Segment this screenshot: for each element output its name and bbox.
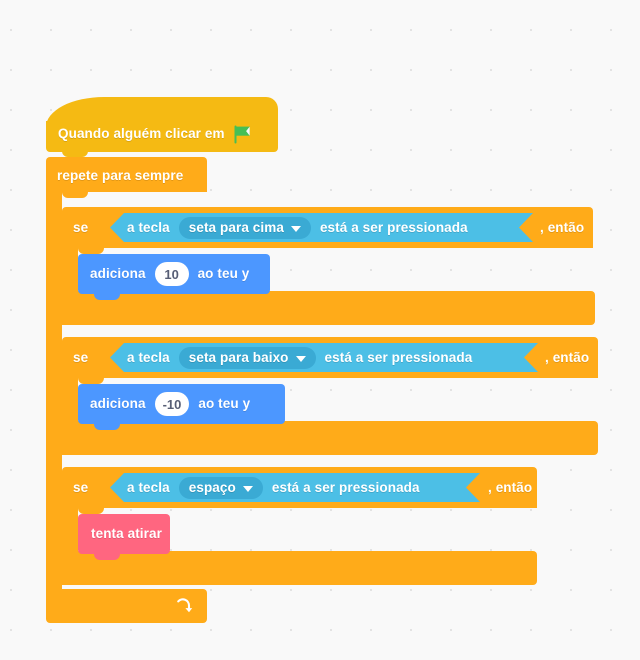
control-block-if-2[interactable]: se a tecla seta para baixo está a ser pr…	[62, 337, 598, 455]
change-y-2-suffix: ao teu y	[198, 396, 251, 412]
key-dropdown-1[interactable]: seta para cima	[179, 217, 311, 239]
key-pressed-3-suffix: está a ser pressionada	[271, 479, 420, 495]
if-1-keyword: se	[73, 220, 89, 235]
key-pressed-2-suffix: está a ser pressionada	[324, 349, 473, 365]
chevron-down-icon	[243, 486, 253, 492]
key-dropdown-3[interactable]: espaço	[179, 477, 263, 499]
forever-footer	[46, 589, 207, 623]
if-1-header-notch	[78, 248, 104, 254]
change-y-1-prefix: adiciona	[90, 266, 146, 282]
control-block-if-3[interactable]: se a tecla espaço está a ser pressionada…	[62, 467, 537, 585]
key-dropdown-2[interactable]: seta para baixo	[179, 347, 316, 369]
change-y-1-value: 10	[164, 266, 179, 282]
hat-block-label: Quando alguém clicar em	[58, 125, 225, 141]
custom-block-try-shoot[interactable]: tenta atirar	[78, 514, 170, 560]
if-2-header-notch	[78, 378, 104, 384]
key-dropdown-1-value: seta para cima	[188, 219, 284, 235]
hat-block-bottom-notch	[62, 151, 88, 157]
change-y-1-notch	[94, 294, 120, 300]
change-y-2-notch	[94, 424, 120, 430]
key-dropdown-2-value: seta para baixo	[188, 349, 289, 365]
chevron-down-icon	[296, 356, 306, 362]
key-pressed-2-prefix: a tecla	[127, 349, 170, 365]
change-y-2-prefix: adiciona	[90, 396, 146, 412]
loop-arrow-icon	[175, 597, 193, 615]
control-block-if-1[interactable]: se a tecla seta para cima está a ser pre…	[62, 207, 595, 325]
if-2-keyword: se	[73, 350, 89, 365]
if-3-then-keyword: , então	[488, 480, 533, 495]
if-3-footer	[62, 551, 537, 585]
change-y-1-suffix: ao teu y	[197, 266, 250, 282]
forever-label: repete para sempre	[57, 168, 184, 183]
motion-block-change-y-2[interactable]: adiciona -10 ao teu y	[78, 384, 285, 430]
if-1-then-keyword: , então	[540, 220, 585, 235]
hat-block-when-flag-clicked[interactable]: Quando alguém clicar em	[46, 97, 278, 157]
if-3-header-notch	[78, 508, 104, 514]
chevron-down-icon	[291, 226, 301, 232]
motion-block-change-y-1[interactable]: adiciona 10 ao teu y	[78, 254, 270, 300]
key-pressed-3-prefix: a tecla	[127, 479, 170, 495]
key-pressed-1-content: a tecla seta para cima está a ser pressi…	[121, 217, 468, 239]
hat-block-content: Quando alguém clicar em	[58, 124, 251, 144]
sensing-block-key-pressed-3[interactable]: a tecla espaço está a ser pressionada	[110, 473, 480, 502]
control-block-forever[interactable]: repete para sempre se a tecla seta para …	[46, 157, 598, 623]
key-pressed-1-prefix: a tecla	[127, 219, 170, 235]
try-shoot-label: tenta atirar	[91, 526, 162, 542]
key-pressed-2-content: a tecla seta para baixo está a ser press…	[121, 347, 472, 369]
if-2-footer	[62, 421, 598, 455]
try-shoot-notch	[94, 554, 120, 560]
key-pressed-1-suffix: está a ser pressionada	[319, 219, 468, 235]
key-dropdown-3-value: espaço	[188, 479, 236, 495]
sensing-block-key-pressed-2[interactable]: a tecla seta para baixo está a ser press…	[110, 343, 538, 372]
green-flag-icon	[234, 125, 251, 144]
hat-block-body	[46, 121, 278, 152]
forever-spine	[46, 189, 62, 593]
change-y-2-value: -10	[162, 396, 182, 412]
if-3-keyword: se	[73, 480, 89, 495]
forever-header	[46, 157, 207, 192]
change-y-2-value-input[interactable]: -10	[154, 392, 190, 416]
change-y-1-value-input[interactable]: 10	[154, 262, 189, 286]
sensing-block-key-pressed-1[interactable]: a tecla seta para cima está a ser pressi…	[110, 213, 533, 242]
key-pressed-3-content: a tecla espaço está a ser pressionada	[121, 477, 420, 499]
if-2-then-keyword: , então	[545, 350, 590, 365]
if-1-footer	[62, 291, 595, 325]
forever-header-notch	[62, 192, 88, 198]
